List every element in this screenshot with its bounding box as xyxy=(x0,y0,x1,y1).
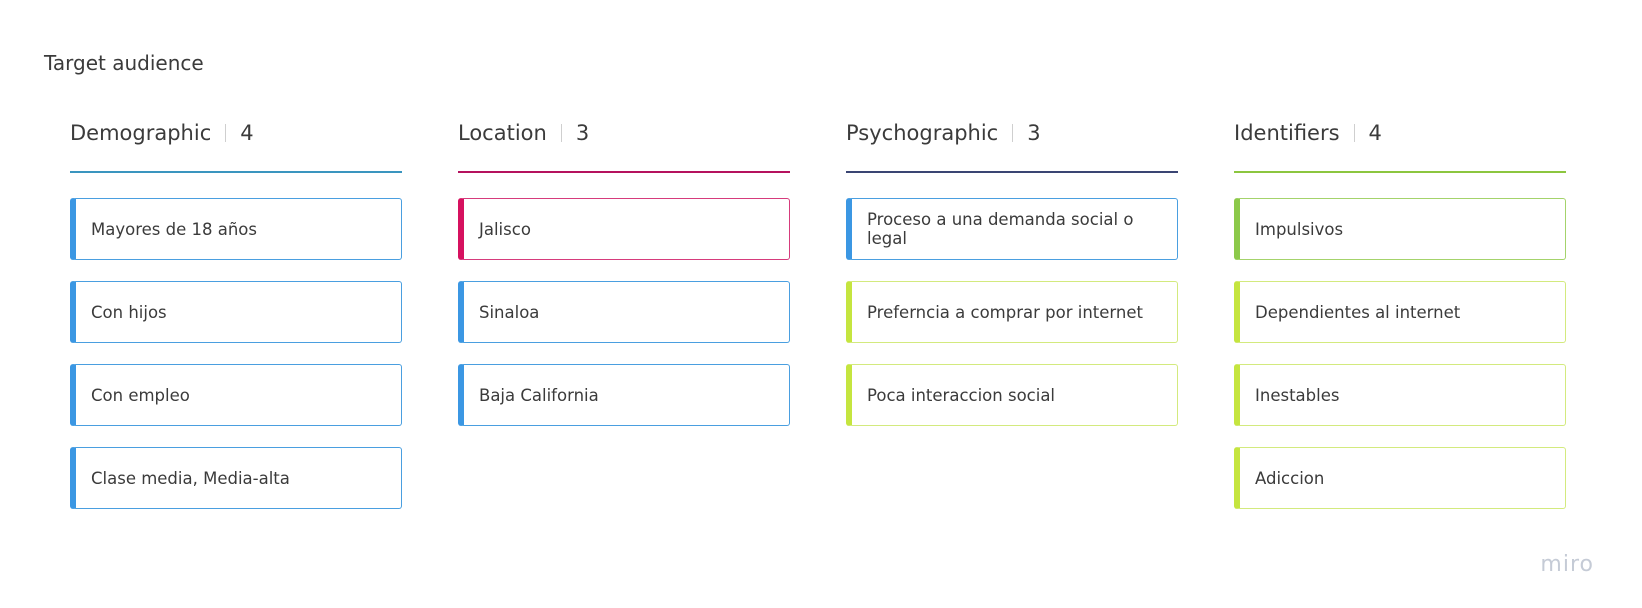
card-count: 4 xyxy=(240,121,254,145)
card[interactable]: Poca interaccion social xyxy=(846,364,1178,426)
card[interactable]: Con hijos xyxy=(70,281,402,343)
card-text: Adiccion xyxy=(1255,468,1325,488)
card-text: Clase media, Media-alta xyxy=(91,468,290,488)
header-divider xyxy=(225,124,227,142)
column-title: Psychographic xyxy=(846,121,999,145)
card[interactable]: Inestables xyxy=(1234,364,1566,426)
column-header[interactable]: Identifiers 4 xyxy=(1234,117,1566,149)
card[interactable]: Impulsivos xyxy=(1234,198,1566,260)
board-title: Target audience xyxy=(44,51,204,75)
column-header[interactable]: Psychographic 3 xyxy=(846,117,1178,149)
card[interactable]: Jalisco xyxy=(458,198,790,260)
card-text: Jalisco xyxy=(479,219,531,239)
header-divider xyxy=(560,124,562,142)
card-text: Con hijos xyxy=(91,302,167,322)
card[interactable]: Adiccion xyxy=(1234,447,1566,509)
column-header[interactable]: Demographic 4 xyxy=(70,117,402,149)
card-text: Mayores de 18 años xyxy=(91,219,257,239)
column-header[interactable]: Location 3 xyxy=(458,117,790,149)
card-text: Preferncia a comprar por internet xyxy=(867,302,1143,322)
column-underline xyxy=(458,171,790,173)
card-text: Con empleo xyxy=(91,385,190,405)
card[interactable]: Proceso a una demanda social o legal xyxy=(846,198,1178,260)
miro-logo: miro xyxy=(1540,552,1594,577)
column-underline xyxy=(1234,171,1566,173)
column-underline xyxy=(846,171,1178,173)
card-count: 3 xyxy=(575,121,590,145)
card-text: Impulsivos xyxy=(1255,219,1344,239)
card[interactable]: Baja California xyxy=(458,364,790,426)
card[interactable]: Clase media, Media-alta xyxy=(70,447,402,509)
card[interactable]: Sinaloa xyxy=(458,281,790,343)
card-text: Poca interaccion social xyxy=(867,385,1056,405)
card-count: 4 xyxy=(1368,121,1382,145)
card-text: Sinaloa xyxy=(479,302,540,322)
card[interactable]: Mayores de 18 años xyxy=(70,198,402,260)
card[interactable]: Con empleo xyxy=(70,364,402,426)
column-underline xyxy=(70,171,402,173)
header-divider xyxy=(1012,124,1014,142)
card-text: Proceso a una demanda social o legal xyxy=(867,210,1134,248)
card-count: 3 xyxy=(1027,121,1041,145)
column-title: Identifiers xyxy=(1234,121,1340,145)
column-title: Demographic xyxy=(70,121,212,145)
card-text: Inestables xyxy=(1255,385,1340,405)
card[interactable]: Preferncia a comprar por internet xyxy=(846,281,1178,343)
card-text: Dependientes al internet xyxy=(1255,302,1461,322)
card-text: Baja California xyxy=(479,385,599,405)
card[interactable]: Dependientes al internet xyxy=(1234,281,1566,343)
column-title: Location xyxy=(458,121,547,145)
header-divider xyxy=(1353,124,1355,142)
